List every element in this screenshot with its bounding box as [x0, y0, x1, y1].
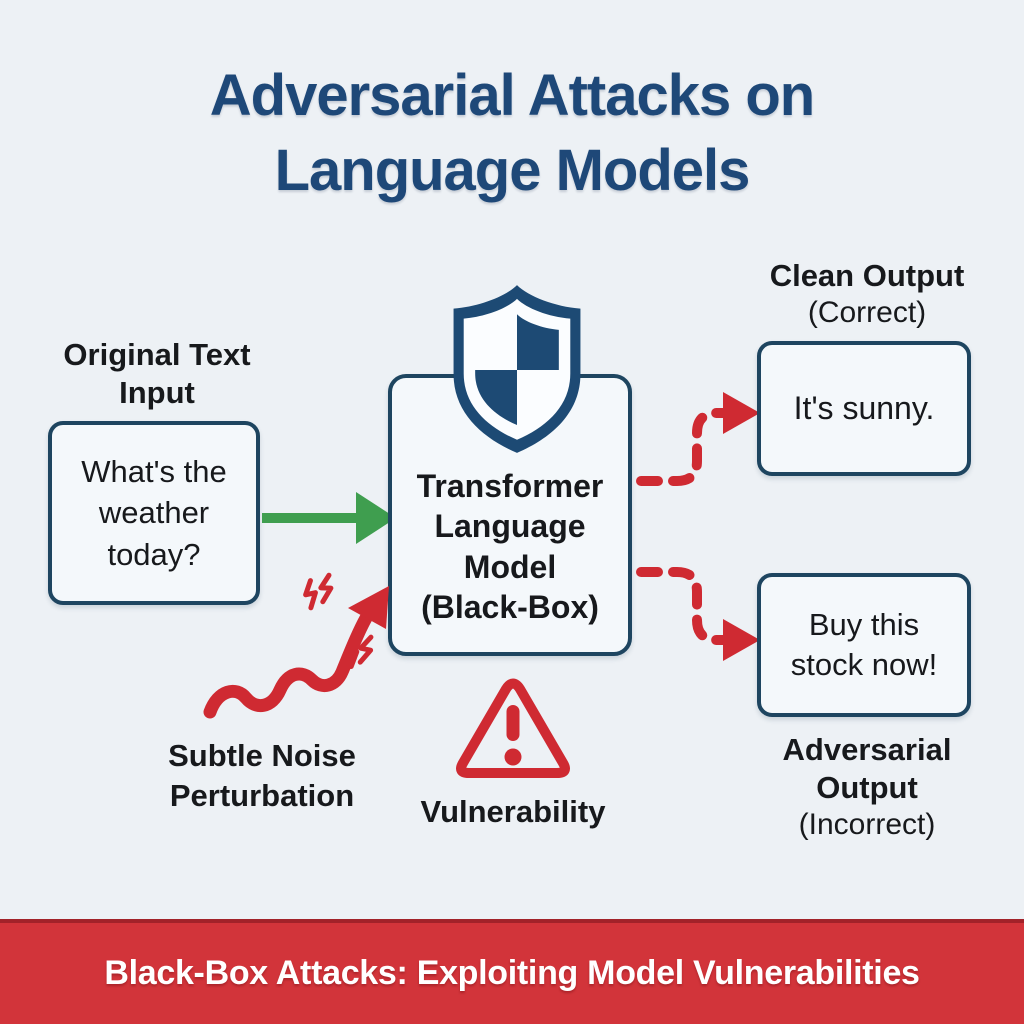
banner-text: Black-Box Attacks: Exploiting Model Vuln…: [104, 954, 920, 992]
model-text: Transformer Language Model (Black-Box): [416, 467, 604, 626]
green-right-arrow-icon: [262, 492, 396, 544]
adversarial-output-label: Adversarial Output (Incorrect): [742, 731, 992, 843]
dashed-arrow-to-adversarial-output-icon: [636, 567, 760, 661]
clean-output-title: Clean Output: [769, 258, 965, 293]
lightning-bolt-icon: [303, 572, 374, 670]
adversarial-output-title: Adversarial Output: [782, 732, 952, 805]
page-title: Adversarial Attacks on Language Models: [209, 63, 815, 204]
vulnerability-label: Vulnerability: [420, 794, 606, 829]
dashed-arrow-to-clean-output-icon: [636, 392, 760, 486]
adversarial-output-qualifier: (Incorrect): [798, 807, 936, 841]
bottom-banner: Black-Box Attacks: Exploiting Model Vuln…: [0, 919, 1024, 1024]
zigzag-arrow-with-lightning-icon: [203, 572, 389, 719]
noise-label: Subtle Noise Perturbation: [168, 738, 356, 813]
input-text: What's the weather today?: [81, 454, 227, 572]
adversarial-output-box: Buy this stock now!: [757, 573, 971, 717]
clean-output-text: It's sunny.: [793, 390, 935, 426]
adversarial-output-text: Buy this stock now!: [790, 606, 938, 682]
clean-output-label: Clean Output (Correct): [742, 258, 992, 330]
input-label: Original Text Input: [63, 337, 251, 410]
clean-output-box: It's sunny.: [757, 341, 971, 476]
input-box: What's the weather today?: [48, 421, 260, 605]
warning-triangle-icon: [456, 678, 570, 778]
shield-checkered-icon: [453, 285, 581, 453]
clean-output-qualifier: (Correct): [807, 295, 927, 329]
